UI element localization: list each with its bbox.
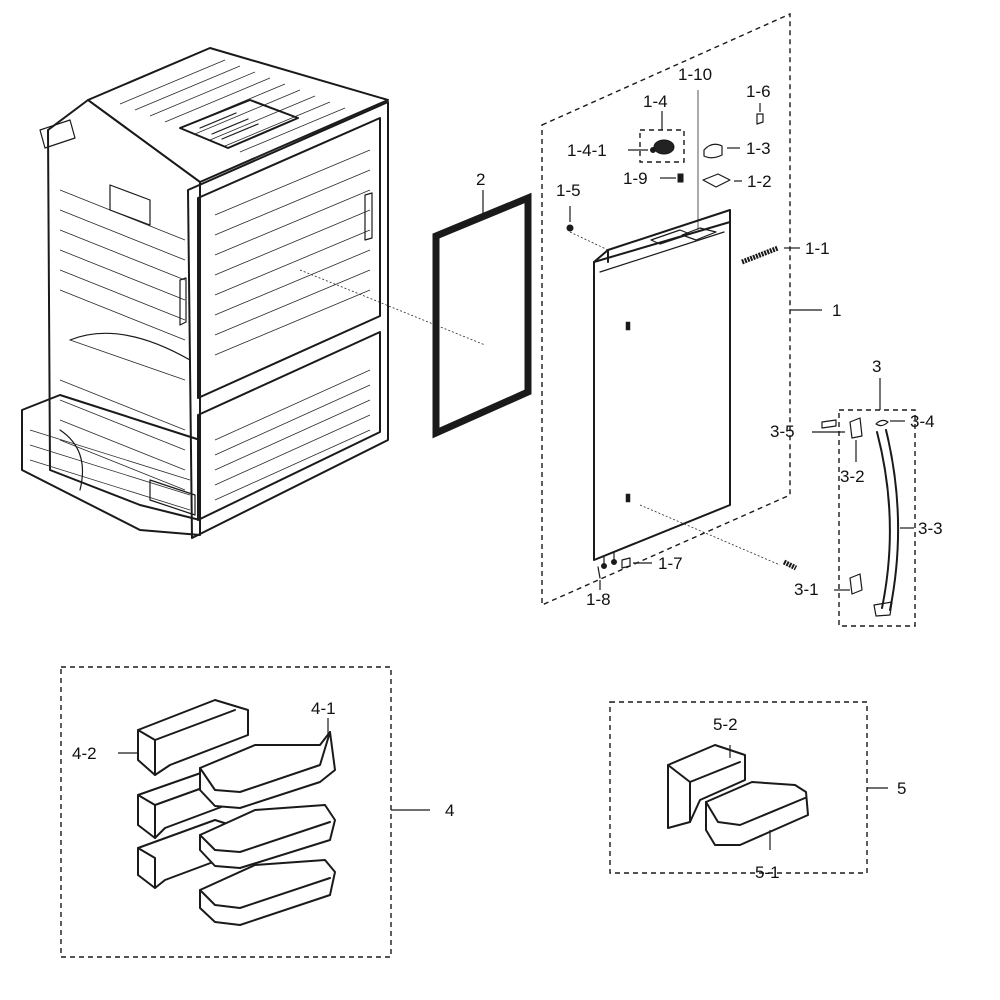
hinge-bushing-drawing bbox=[660, 173, 684, 183]
sensor-group-drawing bbox=[628, 111, 685, 163]
handle-bar-label: 3-3 bbox=[918, 519, 943, 538]
guard-small-lower-label: 5-1 bbox=[755, 863, 780, 882]
guard-assembly-group bbox=[60, 666, 430, 958]
lower-hinge-pin-label: 1-7 bbox=[658, 554, 683, 573]
door-guard-lower-label: 4-1 bbox=[311, 699, 336, 718]
sensor-label: 1-4-1 bbox=[567, 141, 607, 160]
cabinet-drawing bbox=[21, 47, 389, 539]
hinge-shaft-drawing bbox=[741, 245, 800, 265]
cabinet-gasket-leader bbox=[299, 269, 486, 346]
handle-bolt-label: 3-1 bbox=[794, 580, 819, 599]
door-gasket-label: 2 bbox=[476, 170, 485, 189]
handle-assembly-group bbox=[782, 378, 916, 627]
handle-screw-label: 3-4 bbox=[910, 412, 935, 431]
handle-assembly-label: 3 bbox=[872, 357, 881, 376]
handle-plug-label: 3-5 bbox=[770, 422, 795, 441]
door-guard-upper-label: 4-2 bbox=[72, 744, 97, 763]
guard-assembly-small-label: 5 bbox=[897, 779, 906, 798]
hinge-cap-drawing bbox=[702, 173, 742, 188]
hinge-shaft-label: 1-1 bbox=[805, 239, 830, 258]
hinge-screw-top-label: 1-5 bbox=[556, 181, 581, 200]
handle-holder-label: 3-2 bbox=[840, 467, 865, 486]
screw-label: 1-6 bbox=[746, 82, 771, 101]
wire-harness-label: 1-10 bbox=[678, 65, 712, 84]
hinge-cover-label: 1-3 bbox=[746, 139, 771, 158]
door-assembly-label: 1 bbox=[832, 301, 841, 320]
screw-drawing bbox=[756, 103, 764, 125]
hinge-cap-label: 1-2 bbox=[747, 172, 772, 191]
guard-assembly-label: 4 bbox=[445, 801, 454, 820]
hinge-bushing-label: 1-9 bbox=[623, 169, 648, 188]
sensor-group-label: 1-4 bbox=[643, 92, 668, 111]
hinge-screw-top-drawing bbox=[566, 206, 574, 232]
hinge-cover-drawing bbox=[703, 143, 740, 159]
door-gasket-drawing bbox=[432, 190, 532, 439]
guard-assembly-small-group bbox=[609, 701, 888, 874]
door-assembly-group bbox=[541, 12, 822, 607]
guard-small-upper-label: 5-2 bbox=[713, 715, 738, 734]
lower-hinge-screw-label: 1-8 bbox=[586, 590, 611, 609]
